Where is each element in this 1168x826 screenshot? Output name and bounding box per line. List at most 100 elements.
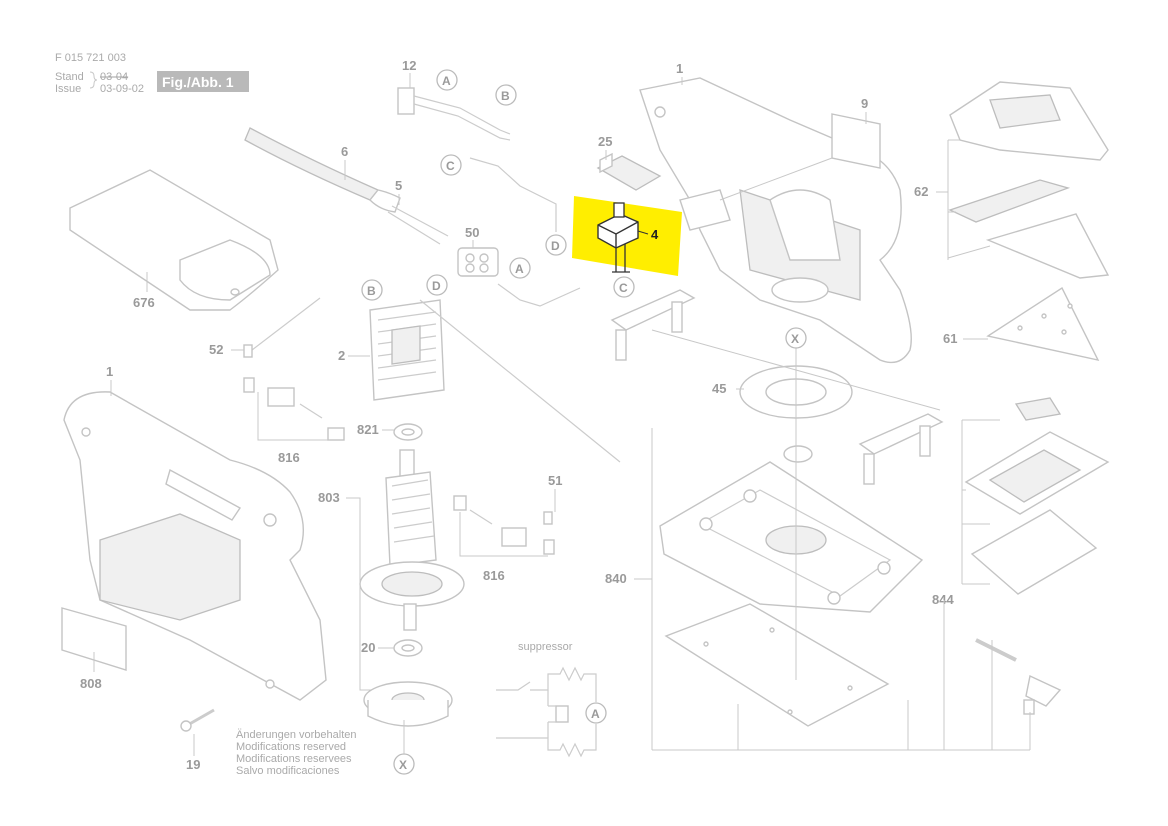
part-label-821: 821 [357,422,379,437]
note-line-2: Modifications reserved [236,741,346,753]
part-label-808: 808 [80,676,102,691]
suppressor-label: suppressor [518,641,573,653]
part-2-field-winding[interactable] [369,299,445,401]
svg-text:D: D [432,279,441,293]
part-844-pad-assembly[interactable] [964,397,1110,715]
svg-text:D: D [551,239,560,253]
svg-text:X: X [399,758,407,772]
wire [497,283,581,307]
part-1-housing-left[interactable] [63,391,327,701]
part-61-sanding-sheet[interactable] [986,286,1100,361]
callout-a-3: A [585,702,607,724]
part-19-screw[interactable] [180,708,215,732]
callout-x-2: X [393,753,415,775]
stand-value: 03-04 [100,71,128,83]
note-line-4: Salvo modificaciones [236,765,340,777]
part-label-1-left: 1 [106,364,113,379]
part-label-1-top: 1 [676,61,683,76]
part-821-ball-bearing[interactable] [393,423,423,441]
svg-text:A: A [442,74,451,88]
leader [652,700,1030,751]
svg-text:A: A [591,707,600,721]
switch-slider-left[interactable] [610,289,696,361]
part-label-50: 50 [465,225,479,240]
callout-a-1: A [436,69,458,91]
callout-d-2: D [426,274,448,296]
wire-harness [469,157,557,232]
svg-text:C: C [619,281,628,295]
callout-a-2: A [509,257,531,279]
part-25-switch-slider[interactable] [596,152,662,191]
part-4-brush-holder[interactable] [597,202,649,273]
leader [943,419,1031,750]
part-816-brush-set-left[interactable] [243,377,345,441]
part-20-ball-bearing[interactable] [393,639,423,657]
part-label-52: 52 [209,342,223,357]
part-label-6: 6 [341,144,348,159]
part-label-2: 2 [338,348,345,363]
part-label-5: 5 [395,178,402,193]
leader [346,497,378,691]
callout-c-2: C [613,276,635,298]
part-5-cable-clamp[interactable] [387,205,449,245]
doc-number: F 015 721 003 [55,52,126,64]
leader [634,428,653,750]
svg-text:B: B [367,284,376,298]
leader [257,392,330,441]
fig-label-box [157,71,249,92]
stand-label: Stand [55,71,84,83]
part-9-type-plate[interactable] [831,113,881,169]
wire [419,299,621,463]
part-6-cord-protector[interactable] [244,127,401,213]
note-line-3: Modifications reservees [236,753,352,765]
part-label-61: 61 [943,331,957,346]
suppressor-schematic: suppressor [496,641,597,758]
part-label-62: 62 [914,184,928,199]
callout-b-2: B [361,279,383,301]
callout-d-1: D [545,234,567,256]
part-808-label[interactable] [61,607,127,671]
callout-x-1: X [785,327,807,349]
part-12-cable[interactable] [397,87,511,141]
header-brace [89,71,98,89]
svg-text:A: A [515,262,524,276]
callout-c-1: C [440,154,462,176]
part-label-20: 20 [361,640,375,655]
part-label-25: 25 [598,134,612,149]
leader [719,157,833,201]
part-840-sanding-pad-base[interactable] [659,461,924,613]
part-label-45: 45 [712,381,726,396]
wire [251,297,321,351]
part-50-terminal-block[interactable] [457,247,499,277]
note-line-1: Änderungen vorbehalten [236,729,356,741]
fan-impeller[interactable] [363,681,453,727]
leader [459,512,548,557]
part-label-803: 803 [318,490,340,505]
part-label-844: 844 [932,592,954,607]
issue-label: Issue [55,83,81,95]
part-label-12: 12 [402,58,416,73]
leader [936,139,991,260]
part-label-51: 51 [548,473,562,488]
svg-text:X: X [791,332,799,346]
part-803-armature[interactable] [359,449,465,631]
part-51-connector[interactable] [543,511,553,525]
part-676-carry-case[interactable] [69,169,279,311]
part-label-9: 9 [861,96,868,111]
part-label-4: 4 [651,227,659,242]
part-label-19: 19 [186,757,200,772]
part-52-connector[interactable] [243,344,253,358]
sanding-pad-sheet[interactable] [664,603,890,727]
part-label-816-right: 816 [483,568,505,583]
base-bearing[interactable] [783,445,813,463]
svg-text:B: B [501,89,510,103]
switch-slider-right[interactable] [858,413,944,485]
issue-value: 03-09-02 [100,83,144,95]
callout-b-1: B [495,84,517,106]
svg-text:C: C [446,159,455,173]
part-label-840: 840 [605,571,627,586]
part-label-816-left: 816 [278,450,300,465]
part-816-brush-set-right[interactable] [453,495,555,555]
part-62-sanding-plate-assembly[interactable] [948,81,1110,279]
